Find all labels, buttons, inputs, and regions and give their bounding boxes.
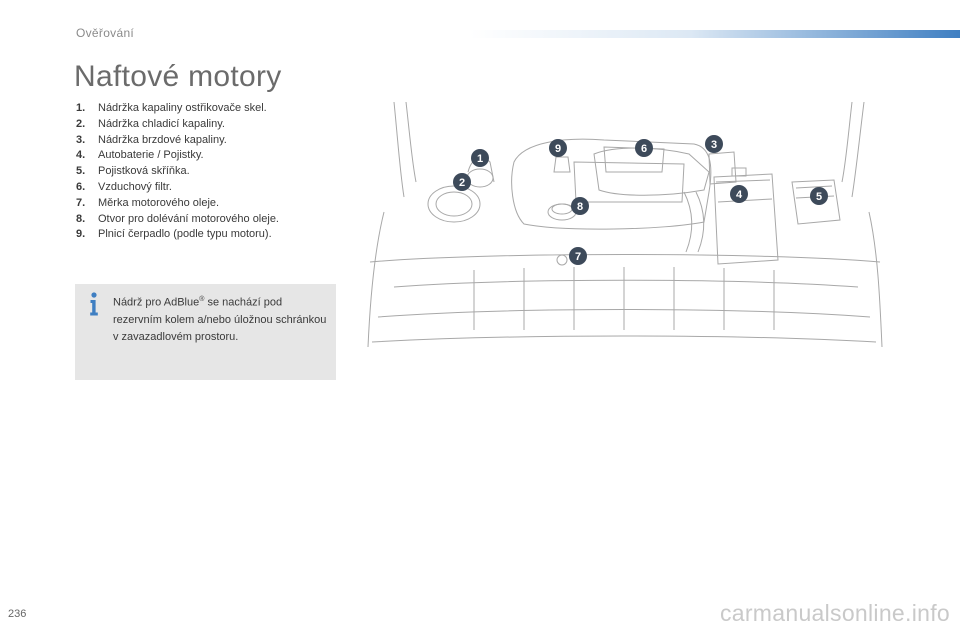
- svg-text:3: 3: [711, 139, 717, 151]
- info-icon: [90, 292, 98, 316]
- callout-8: 8: [571, 197, 589, 215]
- legend-item: 3.Nádržka brzdové kapaliny.: [76, 133, 227, 146]
- registered-mark: ®: [199, 296, 205, 303]
- svg-text:4: 4: [736, 189, 743, 201]
- svg-text:1: 1: [477, 153, 483, 165]
- legend-item: 8.Otvor pro dolévání motorového oleje.: [76, 212, 279, 225]
- watermark: carmanualsonline.info: [719, 600, 950, 626]
- svg-text:5: 5: [816, 191, 822, 203]
- svg-text:7: 7: [575, 251, 581, 263]
- legend-item: 7.Měrka motorového oleje.: [76, 196, 220, 209]
- component-legend: 1.Nádržka kapaliny ostřikovače skel. 2.N…: [76, 101, 279, 243]
- header-gradient-bar: [470, 30, 960, 38]
- engine-bay-diagram: 1 2 3 4 5 6 7 8: [367, 102, 883, 348]
- callout-2: 2: [453, 173, 471, 191]
- legend-item: 9.Plnicí čerpadlo (podle typu motoru).: [76, 228, 272, 241]
- svg-text:2: 2: [459, 177, 465, 189]
- legend-item: 2.Nádržka chladicí kapaliny.: [76, 117, 225, 130]
- page-number: 236: [8, 608, 27, 620]
- callout-markers: 1 2 3 4 5 6 7 8: [453, 135, 828, 265]
- section-header: Ověřování: [76, 26, 135, 40]
- info-note: Nádrž pro AdBlue® se nachází pod rezervn…: [75, 284, 336, 380]
- svg-text:8: 8: [577, 201, 583, 213]
- engine-bay-outline: [367, 102, 883, 348]
- callout-3: 3: [705, 135, 723, 153]
- info-text: Nádrž pro AdBlue® se nachází pod rezervn…: [113, 296, 327, 343]
- page-title: Naftové motory: [74, 60, 282, 93]
- legend-item: 1.Nádržka kapaliny ostřikovače skel.: [76, 102, 267, 114]
- callout-5: 5: [810, 187, 828, 205]
- svg-text:9: 9: [555, 143, 561, 155]
- callout-1: 1: [471, 149, 489, 167]
- svg-text:6: 6: [641, 143, 647, 155]
- callout-4: 4: [730, 185, 748, 203]
- callout-7: 7: [569, 247, 587, 265]
- legend-item: 6.Vzduchový filtr.: [76, 180, 172, 193]
- legend-item: 5.Pojistková skříňka.: [76, 165, 190, 178]
- legend-item: 4.Autobaterie / Pojistky.: [76, 149, 204, 162]
- callout-9: 9: [549, 139, 567, 157]
- callout-6: 6: [635, 139, 653, 157]
